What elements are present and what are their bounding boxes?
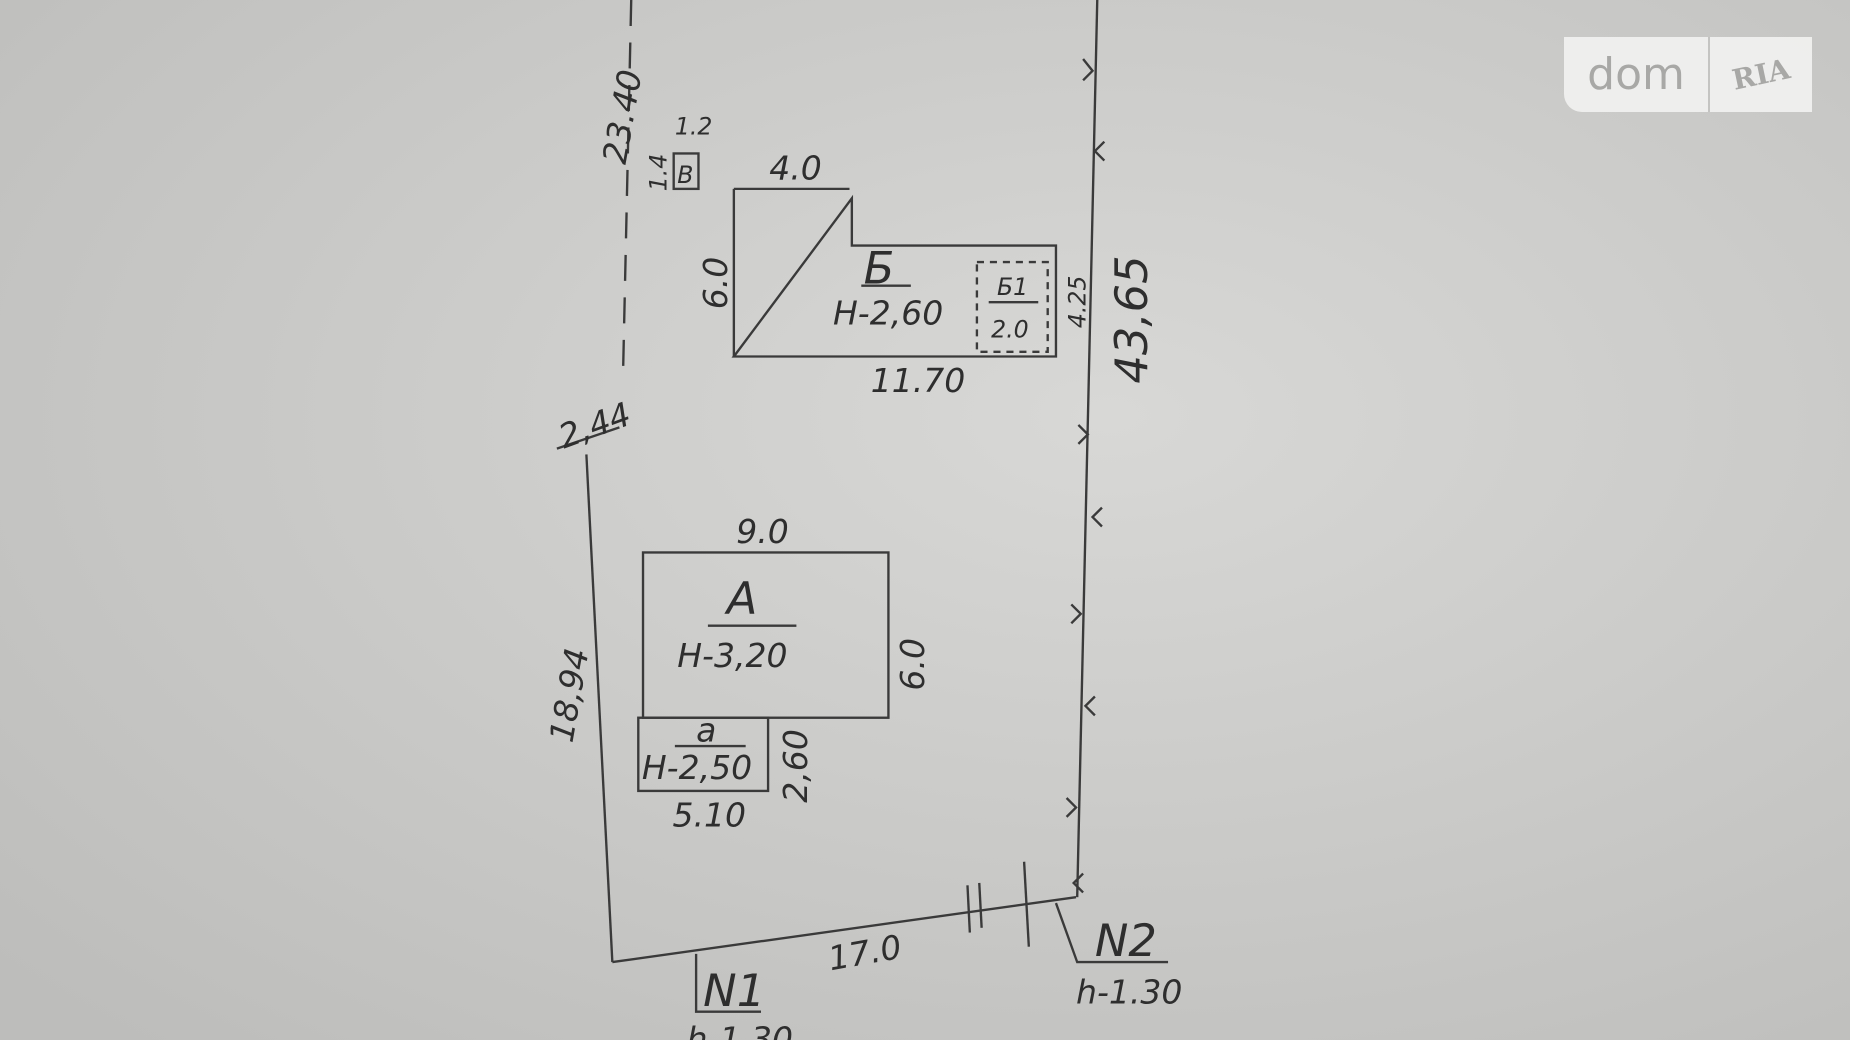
right-boundary bbox=[1076, 0, 1099, 898]
label-a-letter: А bbox=[724, 572, 758, 625]
label-a2-bottom: 5.10 bbox=[673, 795, 747, 834]
label-n1-h: h-1.30 bbox=[687, 1020, 793, 1040]
domria-watermark: dom RIA bbox=[1564, 37, 1812, 112]
label-b-letter: Б bbox=[864, 241, 895, 294]
offset-mark bbox=[556, 426, 620, 450]
label-b1-letter: Б1 bbox=[997, 273, 1028, 301]
building-b bbox=[731, 187, 1058, 358]
label-right-length: 43,65 bbox=[1105, 255, 1158, 383]
label-b-height: Н-2,60 bbox=[833, 294, 943, 333]
label-a-top: 9.0 bbox=[736, 512, 789, 551]
label-b-bottom: 11.70 bbox=[871, 361, 966, 400]
label-a2-right: 2,60 bbox=[776, 729, 815, 803]
building-b1 bbox=[975, 260, 1049, 353]
left-boundary bbox=[585, 454, 614, 963]
label-b-top: 4.0 bbox=[769, 148, 822, 187]
watermark-ria-logo: RIA bbox=[1729, 52, 1793, 97]
shed-v bbox=[672, 152, 700, 191]
label-a-height: Н-3,20 bbox=[677, 636, 787, 675]
well-n2 bbox=[1054, 902, 1169, 964]
building-a2 bbox=[637, 716, 770, 793]
fence-ticks bbox=[966, 58, 1106, 947]
label-n1: N1 bbox=[703, 964, 765, 1017]
label-shed-w: 1.2 bbox=[675, 113, 713, 141]
left-boundary-dashed bbox=[621, 0, 633, 378]
label-a2-height: Н-2,50 bbox=[642, 748, 752, 787]
label-n2: N2 bbox=[1095, 914, 1157, 967]
label-a-right: 6.0 bbox=[893, 638, 932, 691]
watermark-dom: dom bbox=[1564, 37, 1710, 112]
label-a2-letter: а bbox=[696, 710, 716, 749]
label-n2-h: h-1.30 bbox=[1076, 972, 1182, 1011]
label-b1-side: 4.25 bbox=[1063, 276, 1091, 329]
label-shed-h: 1.4 bbox=[645, 154, 673, 192]
label-b-left: 6.0 bbox=[696, 257, 735, 310]
label-shed-letter: В bbox=[677, 161, 693, 189]
label-b1-size: 2.0 bbox=[991, 316, 1029, 344]
well-n1 bbox=[694, 953, 762, 1013]
bottom-boundary bbox=[612, 895, 1077, 964]
